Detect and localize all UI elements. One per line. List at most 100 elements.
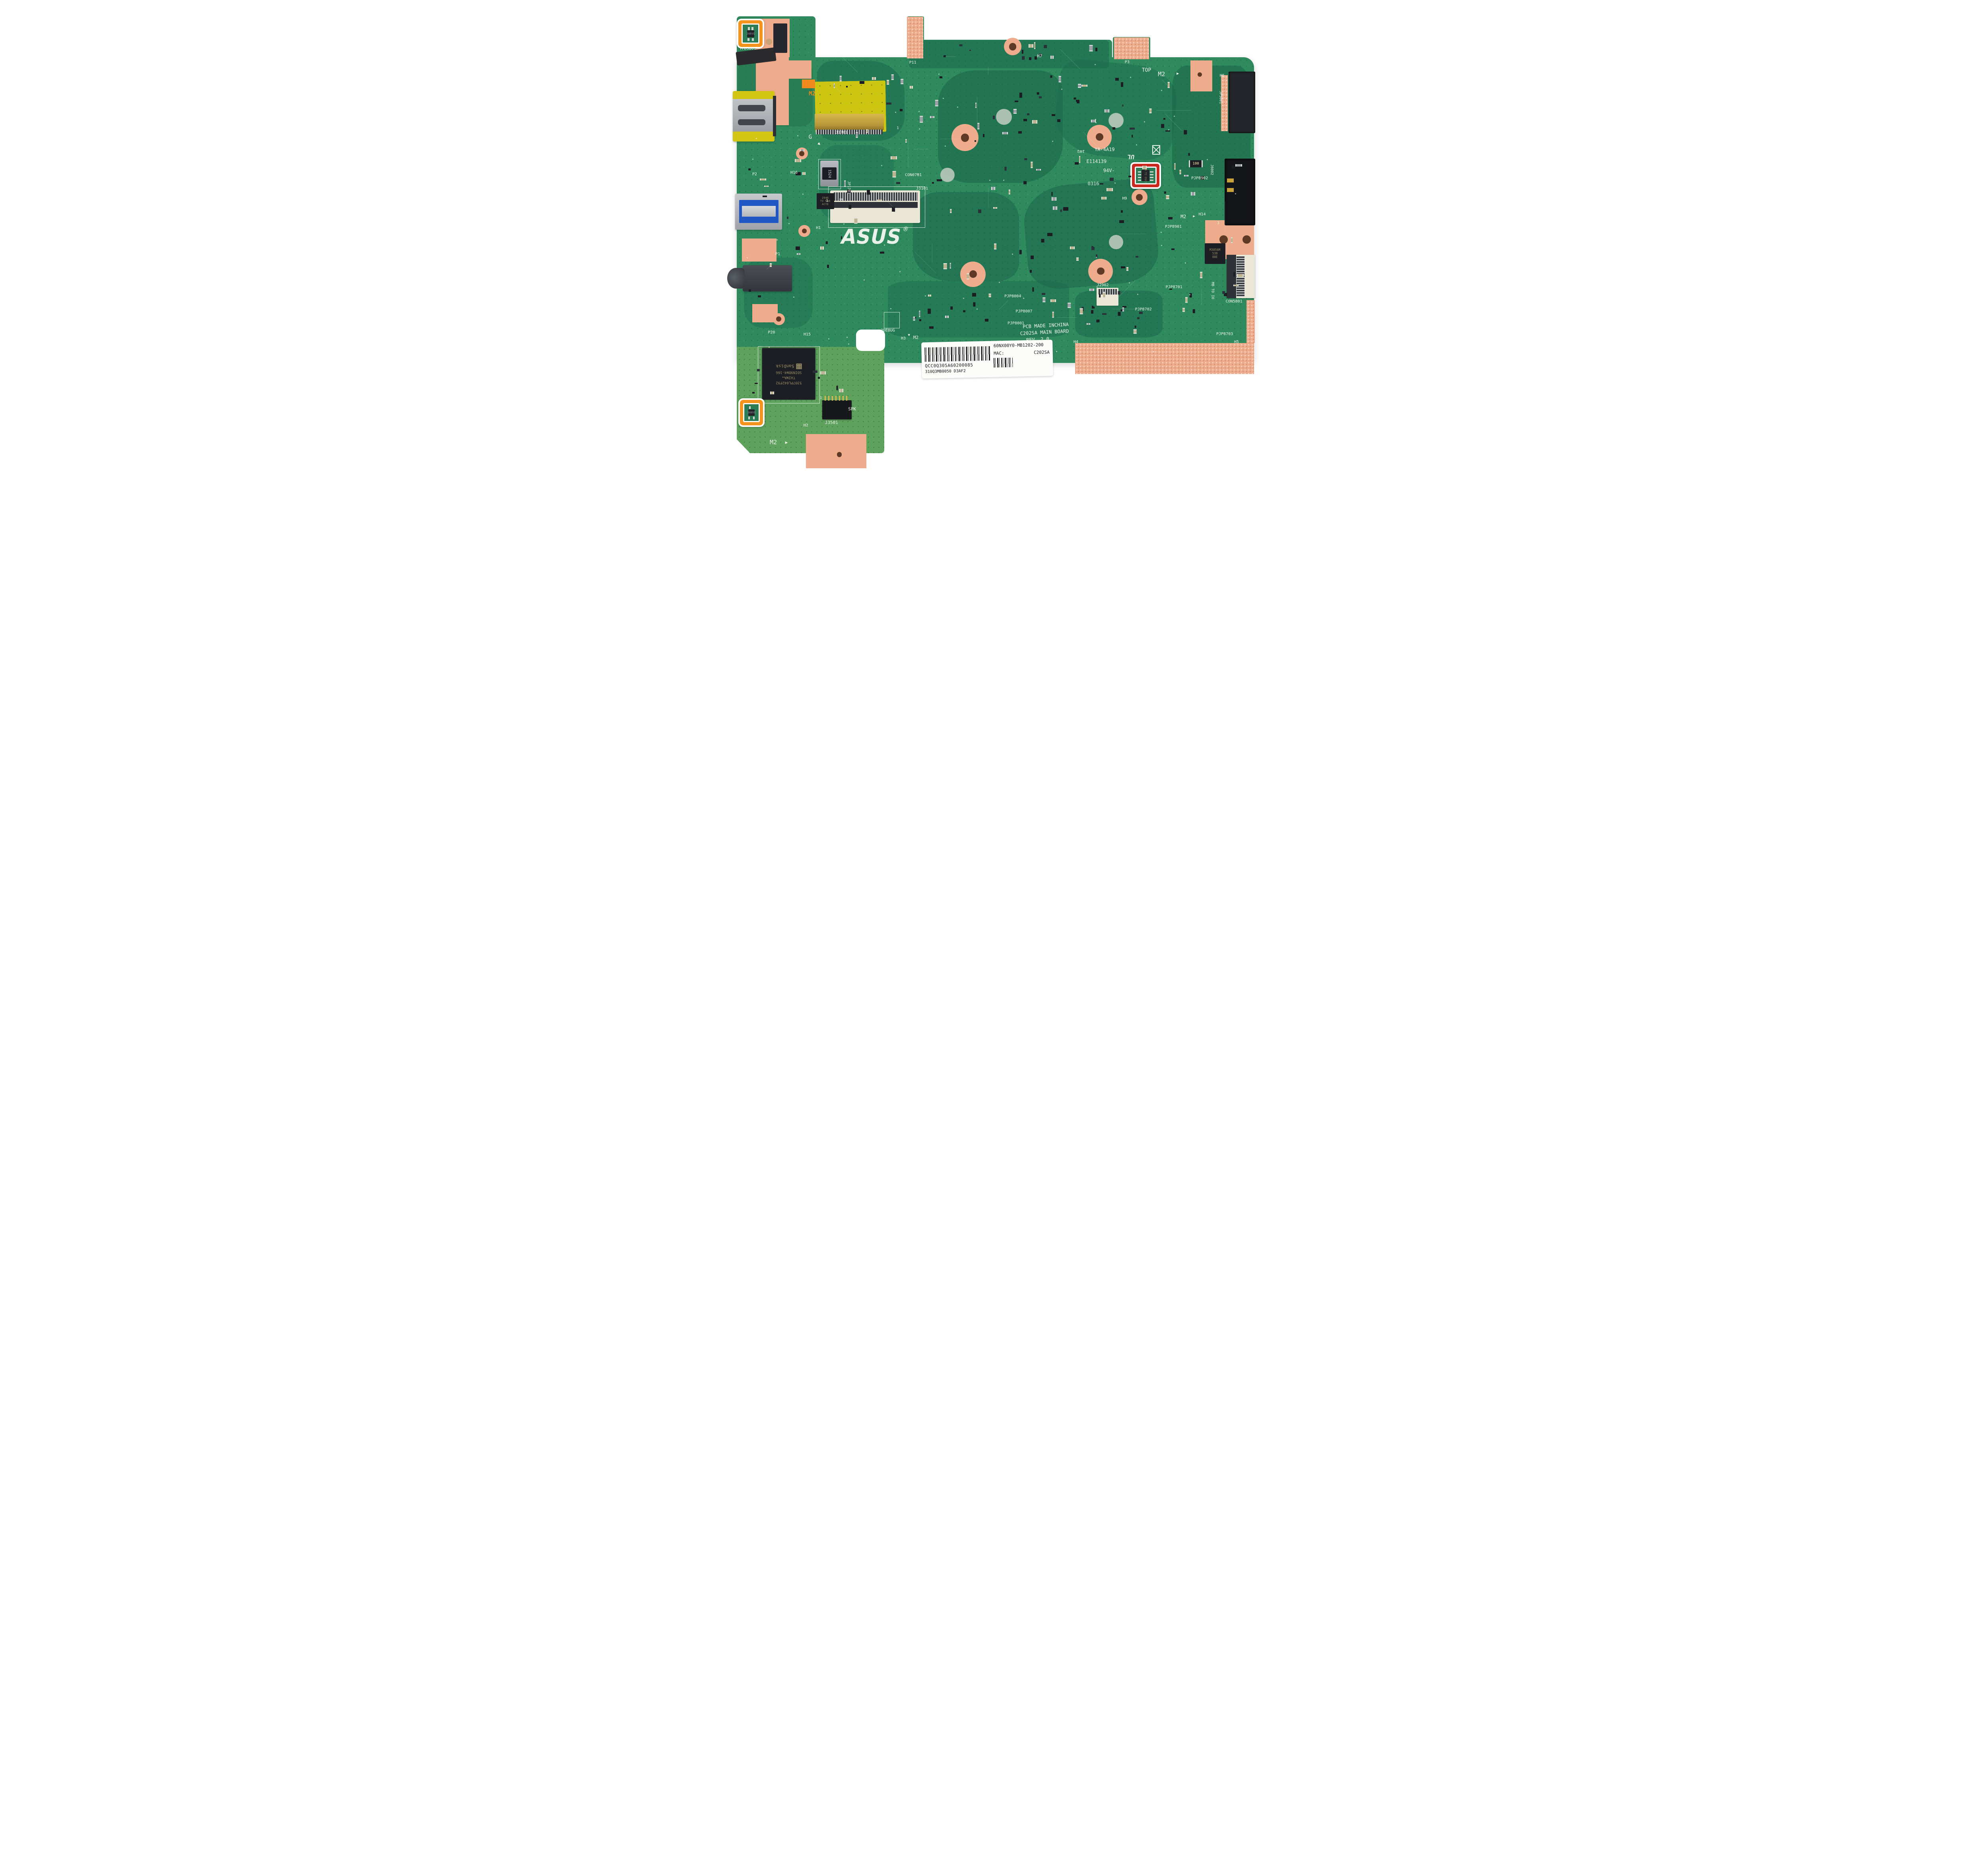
silkscreen-label: 1	[1217, 221, 1220, 225]
smd-component	[800, 149, 805, 151]
silkscreen-label: P20	[768, 330, 775, 335]
silkscreen-label: ▶	[785, 440, 788, 445]
speaker-connector-j3501	[822, 396, 852, 420]
resistor-100: 100	[1189, 160, 1203, 167]
smd-component	[1070, 246, 1075, 249]
solder-dot	[788, 223, 790, 225]
smd-component	[820, 371, 826, 374]
smd-component	[993, 116, 995, 119]
smd-component	[890, 156, 897, 160]
solder-dot	[846, 337, 848, 338]
silkscreen-label: ▶	[817, 141, 823, 147]
silkscreen-label: SPK	[848, 406, 856, 412]
smd-component	[1106, 188, 1113, 191]
solder-dot	[777, 239, 778, 240]
solder-dot	[1168, 129, 1169, 131]
smd-component	[1139, 312, 1143, 314]
smd-component	[1077, 101, 1080, 104]
smd-component	[764, 185, 769, 187]
solder-dot	[1130, 77, 1132, 78]
smd-component	[1184, 175, 1189, 176]
motherboard-photo: 5397PL042F92 TAIWAN SDIN9DW4-16G SanDisk…	[681, 0, 1307, 469]
pad-hole-right-1	[1218, 235, 1229, 245]
smd-component	[937, 179, 942, 181]
smd-component	[993, 207, 997, 209]
smd-component	[1075, 162, 1079, 165]
solder-dot	[892, 211, 894, 213]
chip-m3056m: M3056M 538 88E	[1204, 243, 1225, 264]
solder-dot	[797, 135, 798, 136]
smd-component	[1091, 246, 1094, 248]
smd-component	[839, 388, 843, 392]
silkscreen-label: 1	[819, 396, 822, 400]
smd-component	[1100, 183, 1103, 185]
solder-dot	[977, 308, 978, 310]
solder-dot	[883, 244, 885, 246]
solder-dot	[890, 308, 891, 310]
smd-component	[1063, 207, 1068, 211]
silkscreen-label: M2	[770, 438, 777, 446]
smd-component	[978, 209, 982, 213]
copper-circle-1	[951, 124, 979, 151]
smd-component	[817, 376, 820, 379]
copper-circle-4	[1088, 258, 1113, 283]
smd-component	[880, 251, 884, 254]
trace-line	[944, 56, 957, 57]
smd-component	[1109, 178, 1114, 181]
smd-component	[1165, 130, 1171, 132]
solder-dot	[942, 97, 944, 99]
smd-component	[1036, 169, 1041, 171]
bracket-top-left	[773, 23, 787, 53]
silkscreen-label: PJP8901	[1165, 224, 1182, 229]
solder-dot	[1136, 144, 1138, 145]
trace-line	[1156, 110, 1191, 111]
solder-dot	[1189, 294, 1191, 296]
silkscreen-label: 0316	[1087, 181, 1099, 187]
smd-component	[930, 116, 935, 118]
smd-component	[796, 246, 800, 250]
silkscreen-label: H9	[1122, 196, 1127, 201]
ffc-connector-j3101	[830, 190, 920, 223]
silkscreen-label: YA-4A19	[1094, 147, 1115, 153]
smd-component	[1047, 233, 1052, 237]
mounting-hole-h15	[773, 313, 785, 325]
smd-component	[1128, 176, 1131, 178]
copper-tab-p11	[907, 17, 924, 59]
silkscreen-label: MB TO IO	[1210, 282, 1215, 299]
smd-component	[1089, 288, 1095, 291]
hdmi-port	[732, 91, 777, 142]
smd-component	[1112, 127, 1116, 130]
smd-component	[1223, 293, 1227, 297]
chip-ti2546: 2546 TI 5B8 ACYE	[816, 193, 834, 209]
chip-ti2546-line2: TI 5B8	[820, 199, 831, 203]
smd-component	[1052, 114, 1056, 116]
solder-dot	[1061, 89, 1063, 90]
smd-component	[794, 159, 801, 163]
smd-component	[1168, 217, 1173, 220]
smd-component	[877, 199, 882, 201]
silkscreen-label: C202SA MAIN BOARD	[1020, 328, 1070, 337]
smd-component	[932, 182, 934, 184]
solder-dot	[999, 282, 1000, 283]
resistor-100-marking: 100	[1192, 162, 1199, 166]
smd-component	[1096, 254, 1098, 258]
chip-m3056m-line1: M3056M	[1209, 248, 1221, 252]
smd-component	[900, 109, 903, 111]
smd-component	[928, 294, 932, 297]
copper-strip-right-edge	[1246, 300, 1255, 343]
solder-dot	[1235, 193, 1236, 195]
smd-component	[752, 392, 755, 394]
solder-dot	[963, 298, 965, 299]
smd-component	[991, 186, 996, 190]
silkscreen-label: PJP8902	[1191, 176, 1208, 181]
solder-dot	[1052, 140, 1053, 142]
smd-component	[919, 319, 922, 322]
usb3-port	[735, 193, 782, 230]
silkscreen-label: H16	[790, 171, 798, 175]
annotated-component-view: 248VQ	[742, 23, 760, 44]
solder-dot	[1184, 262, 1186, 264]
mounting-hole-h1	[798, 225, 810, 237]
solder-dot	[1114, 182, 1116, 184]
copper-pad-bottom-right	[1075, 343, 1254, 374]
copper-pad-top-left-small	[789, 60, 812, 79]
